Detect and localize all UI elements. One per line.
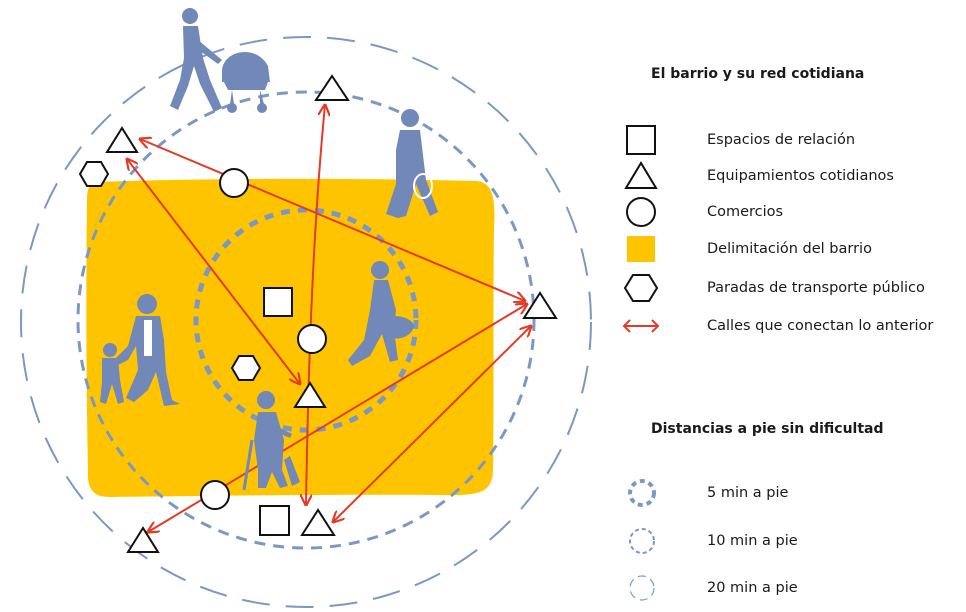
legend-item-label: Calles que conectan lo anterior [707,318,934,334]
legend-item: Calles que conectan lo anterior [620,310,933,342]
ring-20min [20,36,592,608]
hexagon-marker [230,355,262,381]
map-symbols [78,74,558,553]
distance-item-label: 10 min a pie [707,533,798,549]
legend-item: Delimitación del barrio [620,233,872,265]
walking-person-icon [386,109,438,218]
triangle-icon [624,161,658,189]
legend-title: El barrio y su red cotidiana [651,66,865,82]
legend-item: Equipamientos cotidianos [620,160,894,192]
hexagon-icon [623,274,659,302]
legend-item-label: Delimitación del barrio [707,241,872,257]
street-arrow [333,326,531,522]
double-arrow-icon [622,319,660,333]
triangle-marker [314,74,350,101]
woman-with-bag-icon [348,261,414,366]
legend-item-label: Equipamientos cotidianos [707,168,894,184]
ring-10min [76,90,536,550]
hexagon-marker [78,161,110,187]
adult-with-child-icon [100,294,180,406]
circle-icon [626,197,656,227]
triangle-marker [126,526,160,553]
distance-item-label: 20 min a pie [707,580,798,596]
triangle-marker [300,508,336,536]
legend-item: Espacios de relación [620,124,855,156]
ring-20min-icon [629,575,655,601]
ring-5min-icon [628,479,656,507]
distance-item-label: 5 min a pie [707,485,789,501]
triangle-marker [522,291,558,319]
square-marker [263,287,293,317]
legend-item-label: Paradas de transporte público [707,280,925,296]
circle-marker [200,480,230,510]
ring-10min-icon [629,528,655,554]
legend-item: Paradas de transporte público [620,272,925,304]
triangle-marker [105,126,139,153]
square-icon [626,125,656,155]
distance-item: 20 min a pie [620,572,798,604]
elderly-person-with-cane-icon [242,391,300,491]
person-with-stroller-icon [170,8,270,113]
street-arrows [127,105,531,532]
circle-marker [219,168,249,198]
neighborhood-diagram [20,8,592,608]
triangle-marker [293,381,327,408]
circle-marker [297,324,327,354]
legend-item: Comercios [620,196,783,228]
legend-item-label: Espacios de relación [707,132,856,148]
yellow-area-icon [627,236,655,262]
distance-item: 5 min a pie [620,477,788,509]
distances-title: Distancias a pie sin dificultad [651,421,884,437]
distance-item: 10 min a pie [620,525,798,557]
square-marker [259,505,290,536]
legend-item-label: Comercios [707,204,784,220]
